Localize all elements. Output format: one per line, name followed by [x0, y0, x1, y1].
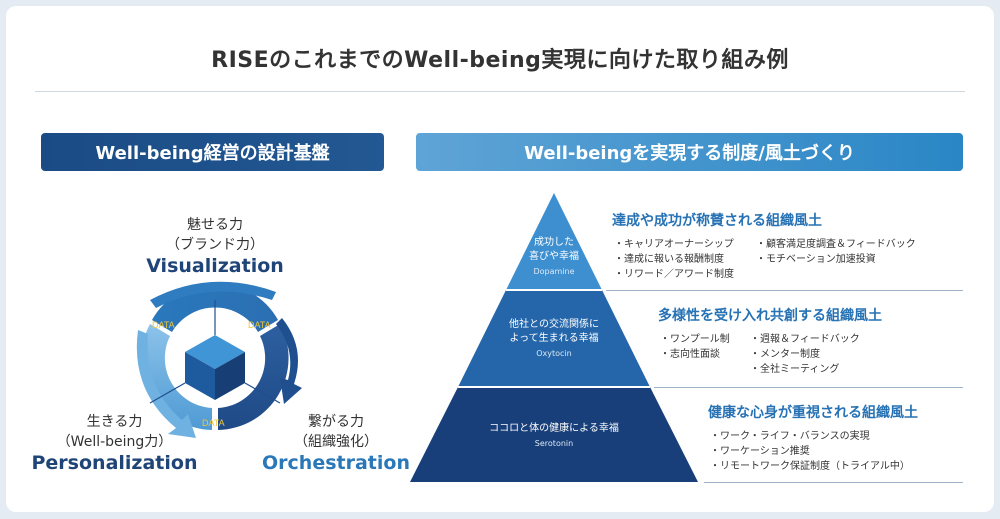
pyramid-tier-top	[506, 193, 602, 290]
pyramid-bottom-text: ココロと体の健康による幸福 Serotonin	[444, 422, 664, 448]
tier2-item: 全社ミーティング	[750, 362, 860, 377]
tier3-heading: 健康な心身が重視される組織風土	[708, 405, 918, 421]
pyramid-middle-label-1: 他社との交流関係に	[509, 319, 599, 330]
right-section-banner: Well-beingを実現する制度/風土づくり	[416, 133, 963, 171]
tier2-list-col2: 週報＆フィードバック メンター制度 全社ミーティング	[750, 332, 860, 377]
tier1-item: 達成に報いる報酬制度	[614, 252, 734, 267]
pyramid-middle-text: 他社との交流関係に よって生まれる幸福 Oxytocin	[484, 318, 624, 358]
pyramid-top-neuro: Dopamine	[533, 267, 575, 276]
pyramid-tier-middle	[458, 290, 650, 387]
personalization-jp-sub: （Well-being力）	[56, 434, 173, 450]
personalization-jp: 生きる力	[86, 414, 143, 430]
tier1-list-col2: 顧客満足度調査＆フィードバック モチベーション加速投資	[756, 237, 916, 267]
tier1-item: 顧客満足度調査＆フィードバック	[756, 237, 916, 252]
visualization-jp-sub: （ブランド力）	[166, 237, 264, 253]
orchestration-jp-sub: （組織強化）	[294, 434, 378, 450]
visualization-en: Visualization	[146, 255, 284, 277]
orchestration-en: Orchestration	[262, 452, 410, 474]
pyramid-top-label-1: 成功した	[534, 237, 574, 248]
tier1-item: モチベーション加速投資	[756, 252, 916, 267]
visualization-jp: 魅せる力	[187, 217, 243, 233]
pyramid-bottom-neuro: Serotonin	[534, 439, 574, 448]
label-orchestration: 繋がる力 （組織強化） Orchestration	[256, 412, 416, 474]
left-section-banner: Well-being経営の設計基盤	[41, 133, 384, 171]
cube-right-face	[215, 352, 245, 400]
personalization-en: Personalization	[31, 452, 198, 474]
data-label-left: DATA	[152, 320, 175, 330]
cycle-arrow-top	[150, 281, 276, 308]
label-visualization: 魅せる力 （ブランド力） Visualization	[140, 215, 290, 277]
spoke-left	[149, 382, 186, 404]
cycle-arrow-right	[276, 318, 302, 404]
pyramid-middle-neuro: Oxytocin	[536, 349, 572, 358]
cube-left-face	[185, 352, 215, 400]
data-label-right: DATA	[248, 320, 271, 330]
orchestration-jp: 繋がる力	[308, 414, 364, 430]
title-divider	[35, 91, 965, 92]
data-label-bottom: DATA	[202, 418, 225, 428]
tier1-heading: 達成や成功が称賛される組織風土	[612, 213, 822, 229]
tier2-heading: 多様性を受け入れ共創する組織風土	[658, 308, 882, 324]
tier1-separator	[606, 290, 963, 291]
tier2-item: 志向性面談	[660, 347, 730, 362]
spoke-right	[244, 382, 281, 404]
pyramid-top-label-2: 喜びや幸福	[529, 251, 579, 262]
pyramid-middle-label-2: よって生まれる幸福	[509, 333, 599, 344]
tier3-item: ワーク・ライフ・バランスの実現	[710, 429, 910, 444]
tier2-item: 週報＆フィードバック	[750, 332, 860, 347]
tier3-list-col1: ワーク・ライフ・バランスの実現 ワーケーション推奨 リモートワーク保証制度（トラ…	[710, 429, 910, 474]
pyramid-bottom-label-1: ココロと体の健康による幸福	[489, 423, 619, 434]
tier3-item: ワーケーション推奨	[710, 444, 910, 459]
tier1-list-col1: キャリアオーナーシップ 達成に報いる報酬制度 リワード／アワード制度	[614, 237, 734, 282]
page-title: RISEのこれまでのWell-being実現に向けた取り組み例	[211, 48, 789, 73]
pyramid-tier-bottom	[410, 387, 698, 482]
cycle-arrow-left	[136, 330, 196, 438]
label-personalization: 生きる力 （Well-being力） Personalization	[22, 412, 207, 474]
tier2-item: ワンプール制	[660, 332, 730, 347]
tier2-list-col1: ワンプール制 志向性面談	[660, 332, 730, 362]
pyramid-top-text: 成功した 喜びや幸福 Dopamine	[514, 236, 594, 276]
tier2-item: メンター制度	[750, 347, 860, 362]
tier2-separator	[654, 387, 963, 388]
cycle-segment-right	[218, 324, 289, 430]
tier1-item: リワード／アワード制度	[614, 267, 734, 282]
tier3-separator	[704, 482, 963, 483]
tier1-item: キャリアオーナーシップ	[614, 237, 734, 252]
tier3-item: リモートワーク保証制度（トライアル中）	[710, 459, 910, 474]
